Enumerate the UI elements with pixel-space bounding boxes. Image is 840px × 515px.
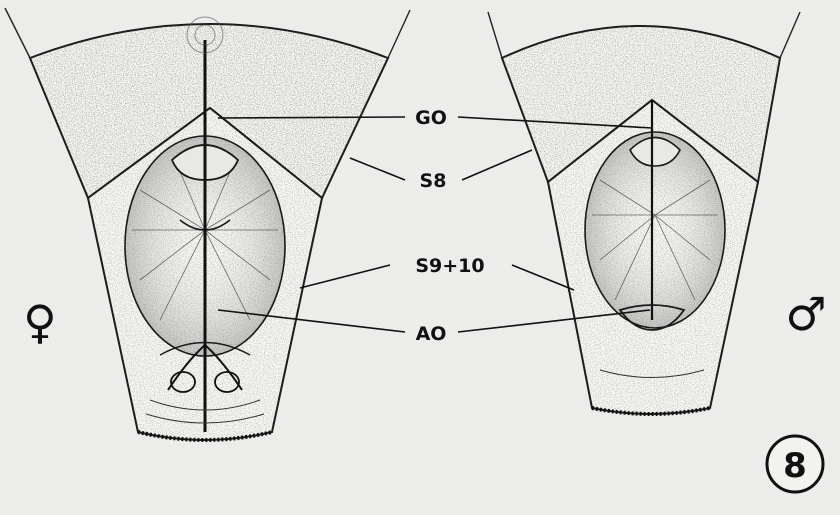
- label-s8: S8: [420, 170, 447, 192]
- label-go: GO: [415, 107, 447, 129]
- male-symbol: ♂: [785, 287, 826, 341]
- label-s9-10: S9+10: [415, 255, 484, 277]
- figure-number: 8: [783, 446, 807, 486]
- label-ao: AO: [416, 323, 447, 345]
- female-symbol: ♀: [23, 295, 57, 349]
